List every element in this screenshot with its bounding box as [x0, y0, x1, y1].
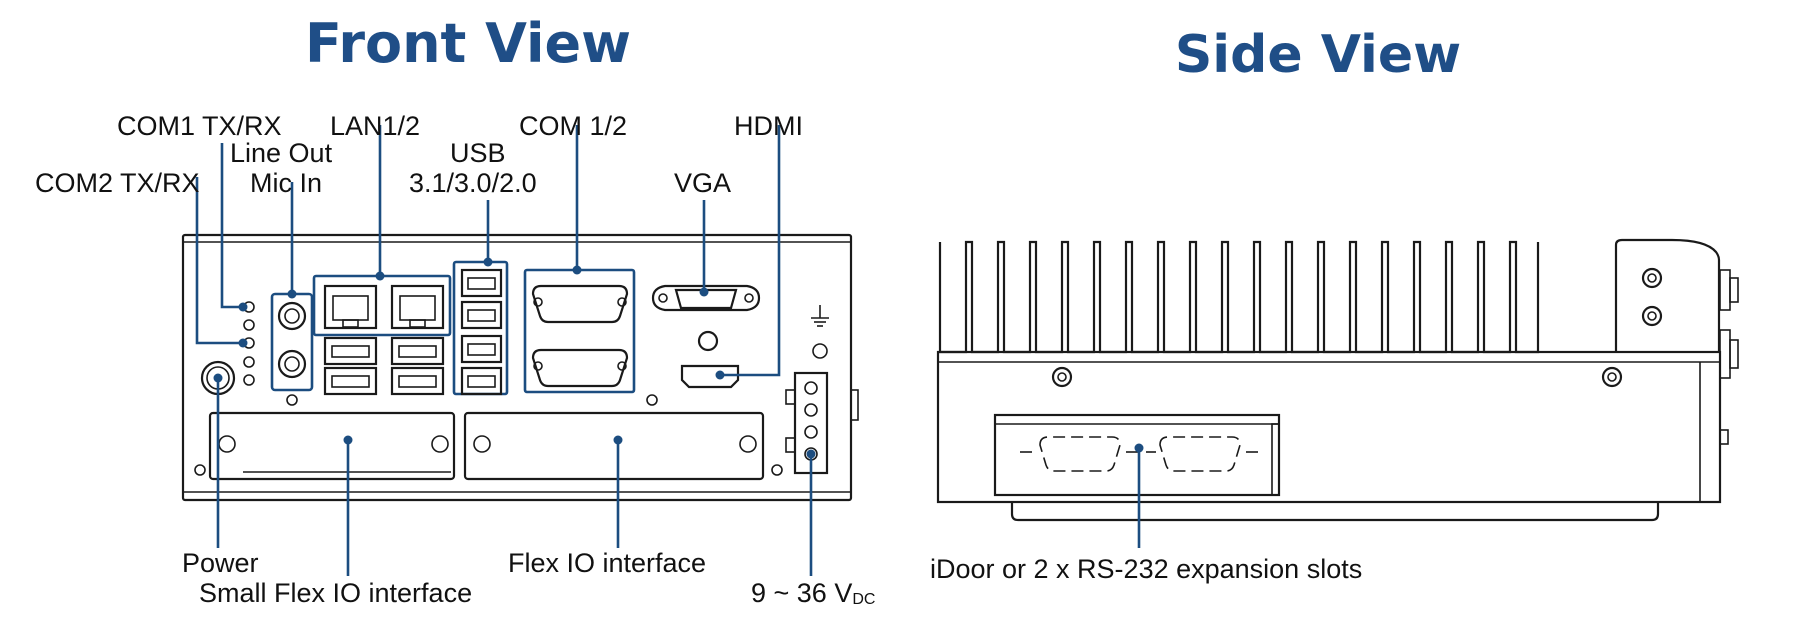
lan-ports — [312, 274, 452, 337]
label-com12: COM 1/2 — [519, 111, 627, 141]
front-callout-lines — [195, 125, 816, 576]
label-expansion-slots: iDoor or 2 x RS-232 expansion slots — [930, 554, 1362, 584]
label-com2-txrx: COM2 TX/RX — [35, 168, 200, 198]
vga-port — [651, 284, 761, 352]
ground-terminal — [811, 305, 829, 359]
dc-terminal-block — [785, 371, 829, 475]
front-view-device — [181, 233, 859, 502]
label-dc-input: 9 ~ 36 VDC — [751, 578, 875, 608]
hdmi-port — [680, 364, 740, 389]
label-com1-txrx: COM1 TX/RX — [117, 111, 282, 141]
label-usb-line2: 3.1/3.0/2.0 — [409, 168, 537, 198]
label-hdmi: HDMI — [734, 111, 803, 141]
side-callout-lines — [1134, 443, 1144, 548]
label-power: Power — [182, 548, 259, 578]
side-view-title: Side View — [1175, 25, 1461, 85]
label-small-flex-io: Small Flex IO interface — [199, 578, 472, 608]
com-ports — [523, 268, 636, 394]
label-usb-line1: USB — [450, 138, 506, 168]
label-dc-sub: DC — [852, 591, 875, 608]
small-flex-io-cover — [208, 411, 456, 481]
label-mic-in: Mic In — [250, 168, 322, 198]
flex-io-cover — [463, 411, 765, 481]
label-flex-io: Flex IO interface — [508, 548, 706, 578]
label-line-out: Line Out — [230, 138, 333, 168]
side-view-device — [936, 238, 1739, 522]
usb-ports-lower — [323, 336, 445, 396]
usb-ports — [452, 260, 509, 396]
label-vga: VGA — [674, 168, 731, 198]
audio-jacks — [270, 292, 314, 406]
label-dc-value: 9 ~ 36 V — [751, 578, 852, 608]
front-view-title: Front View — [305, 12, 631, 75]
label-lan: LAN1/2 — [330, 111, 420, 141]
